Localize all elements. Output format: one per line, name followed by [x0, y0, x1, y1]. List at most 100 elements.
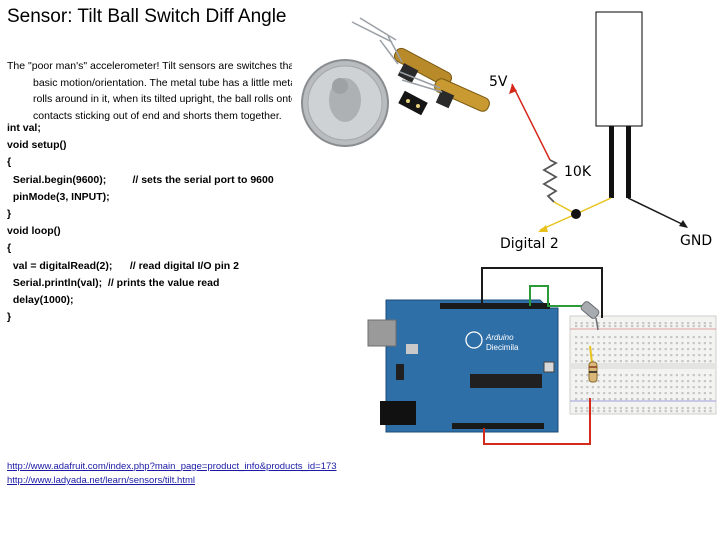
breadboard-hole [614, 380, 617, 383]
breadboard-hole [675, 380, 678, 383]
breadboard-hole [642, 325, 645, 328]
breadboard-hole [670, 410, 673, 413]
breadboard-hole [659, 348, 662, 351]
breadboard-hole [591, 360, 594, 363]
breadboard-hole [687, 348, 690, 351]
breadboard-hole [603, 407, 606, 410]
breadboard-hole [580, 410, 583, 413]
arrow-5v-icon [509, 84, 517, 94]
breadboard-hole [631, 354, 634, 357]
code-line: int val; [7, 122, 41, 134]
breadboard-hole [664, 360, 667, 363]
breadboard-hole [619, 398, 622, 401]
breadboard-hole [653, 386, 656, 389]
breadboard-hole [603, 410, 606, 413]
breadboard-hole [614, 322, 617, 325]
breadboard-hole [687, 342, 690, 345]
breadboard-hole [653, 336, 656, 339]
breadboard-hole [675, 386, 678, 389]
breadboard-hole [687, 360, 690, 363]
breadboard-hole [709, 398, 712, 401]
breadboard-hole [698, 360, 701, 363]
breadboard-hole [625, 348, 628, 351]
breadboard-hole [580, 342, 583, 345]
breadboard-hole [642, 360, 645, 363]
breadboard-hole [703, 348, 706, 351]
breadboard-hole [597, 410, 600, 413]
breadboard-hole [687, 386, 690, 389]
breadboard-hole [659, 410, 662, 413]
breadboard-hole [575, 374, 578, 377]
resistor-10k-icon [542, 159, 558, 203]
breadboard-hole [659, 380, 662, 383]
breadboard-hole [603, 325, 606, 328]
breadboard-hole [625, 336, 628, 339]
breadboard-hole [580, 380, 583, 383]
breadboard-hole [619, 348, 622, 351]
breadboard-hole [575, 398, 578, 401]
breadboard-hole [692, 410, 695, 413]
breadboard-hole [642, 342, 645, 345]
breadboard-hole [614, 336, 617, 339]
breadboard-hole [586, 325, 589, 328]
breadboard-hole [687, 410, 690, 413]
breadboard-hole [575, 322, 578, 325]
arrow-digital-icon [538, 225, 548, 232]
breadboard-hole [664, 325, 667, 328]
breadboard-hole [664, 336, 667, 339]
breadboard-hole [670, 380, 673, 383]
breadboard-hole [670, 386, 673, 389]
breadboard-hole [675, 348, 678, 351]
breadboard-hole [692, 325, 695, 328]
breadboard-hole [575, 348, 578, 351]
gnd-wire [627, 197, 687, 227]
breadboard-hole [636, 410, 639, 413]
breadboard-hole [597, 392, 600, 395]
breadboard-hole [631, 325, 634, 328]
breadboard-hole [597, 325, 600, 328]
breadboard-hole [575, 386, 578, 389]
breadboard-hole [653, 354, 656, 357]
breadboard-hole [625, 407, 628, 410]
breadboard-hole [597, 398, 600, 401]
breadboard-hole [608, 360, 611, 363]
breadboard-hole [659, 322, 662, 325]
breadboard-hole [692, 407, 695, 410]
breadboard-hole [619, 410, 622, 413]
breadboard-hole [698, 386, 701, 389]
breadboard-hole [636, 322, 639, 325]
breadboard-hole [591, 392, 594, 395]
breadboard-hole [580, 386, 583, 389]
breadboard-hole [597, 386, 600, 389]
breadboard-hole [625, 342, 628, 345]
breadboard-hole [670, 342, 673, 345]
tilt-switch-body [595, 11, 643, 127]
breadboard-hole [675, 392, 678, 395]
breadboard-hole [681, 342, 684, 345]
breadboard-hole [703, 322, 706, 325]
breadboard-hole [664, 392, 667, 395]
breadboard-hole [703, 407, 706, 410]
breadboard-hole [642, 348, 645, 351]
breadboard-hole [703, 374, 706, 377]
breadboard-hole [670, 360, 673, 363]
breadboard-hole [603, 360, 606, 363]
code-line: void setup() [7, 139, 67, 152]
breadboard-hole [659, 386, 662, 389]
breadboard-hole [636, 342, 639, 345]
breadboard-hole [642, 380, 645, 383]
switch-leg [609, 126, 614, 198]
breadboard-hole [575, 360, 578, 363]
breadboard-hole [597, 336, 600, 339]
breadboard-hole [625, 398, 628, 401]
breadboard-hole [625, 386, 628, 389]
breadboard-hole [709, 342, 712, 345]
breadboard-hole [675, 410, 678, 413]
adafruit-link[interactable]: http://www.adafruit.com/index.php?main_p… [7, 461, 337, 472]
jumper-icon [396, 364, 404, 380]
breadboard-hole [603, 322, 606, 325]
breadboard-hole [597, 354, 600, 357]
ladyada-link[interactable]: http://www.ladyada.net/learn/sensors/til… [7, 475, 195, 486]
breadboard-hole [575, 342, 578, 345]
